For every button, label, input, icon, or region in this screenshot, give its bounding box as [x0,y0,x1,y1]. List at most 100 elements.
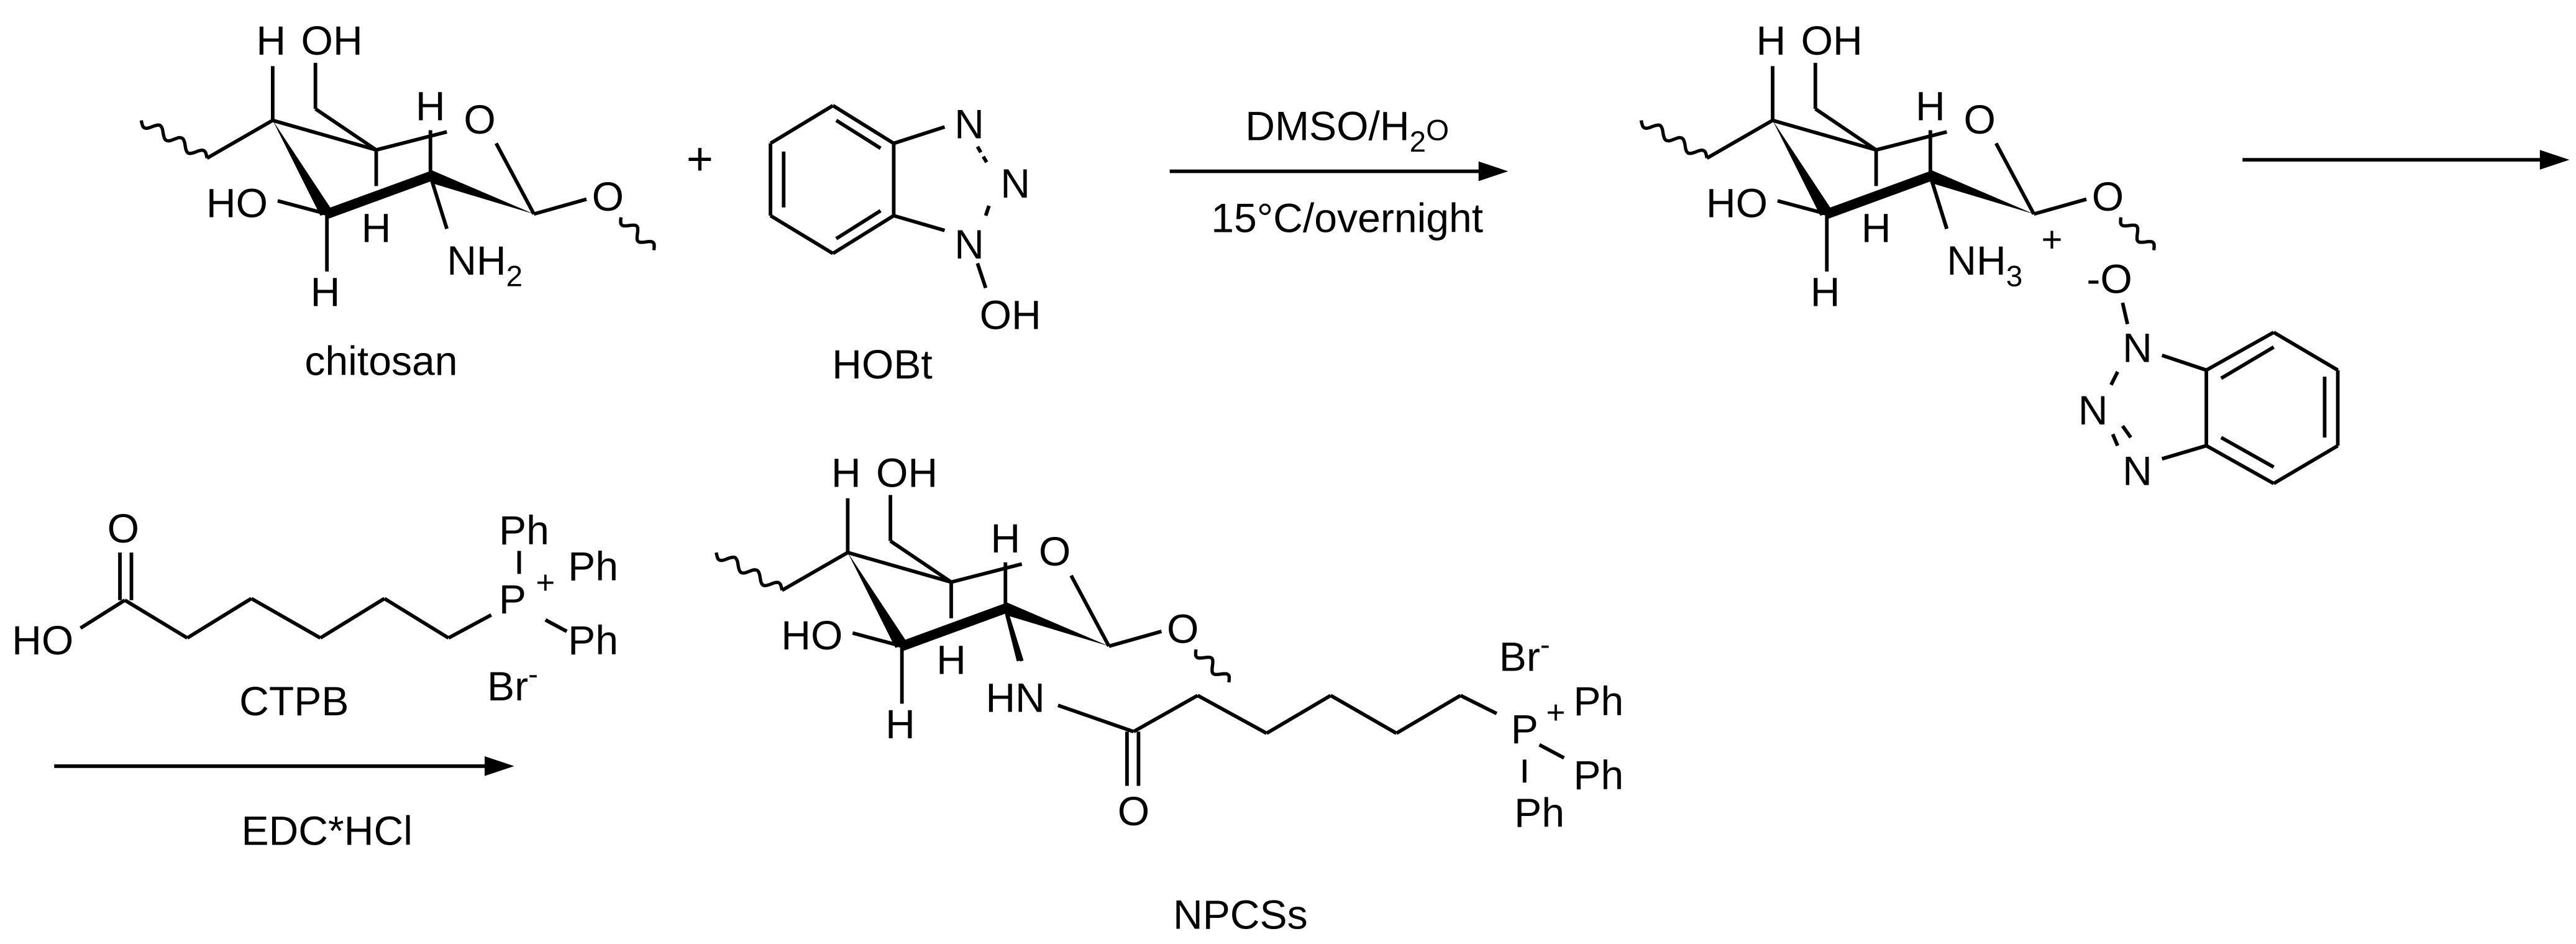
product-amide-nh: HN [985,676,1044,722]
bond [80,598,126,630]
chain-bond [1330,694,1397,735]
bond [206,119,274,160]
bond [428,175,449,230]
bold-bond [1825,172,1932,219]
bond [2109,370,2119,386]
oxide-anion: -O [2086,256,2132,302]
product-phenyl-2: Ph [1573,753,1624,799]
chitosan-ch2oh-part: OH [301,18,363,64]
intermediate-h-c2-part: H [1916,84,1945,130]
product-ch2oh: OH [876,450,938,496]
chitosan-label-part: chitosan [304,338,457,384]
chitosan-amine-part: 2 [506,260,523,293]
step1-reagents-part: O [1426,114,1449,147]
step2-reagent-part: EDC*HCl [241,809,412,855]
bond [1929,175,1949,230]
bond [533,197,587,216]
chitosan-glycosidic-oxygen: O [592,174,624,220]
step1-reagents-part: DMSO/H [1245,103,1409,149]
benzene-bond [2273,444,2339,485]
bond [1069,574,1111,648]
product-carbonyl-o: O [1118,789,1149,835]
bond [1108,630,1162,648]
intermediate-ho-c3: HO [1706,181,1768,227]
hobt-n2: N [1000,161,1030,207]
ctpb-phenyl-2-part: Ph [568,544,618,590]
ctpb-hydroxyl: HO [12,618,73,664]
bond [893,125,946,145]
ammonium-charge: + [2042,219,2063,260]
chain-bond [1266,694,1332,735]
chitosan-amine-part: NH [447,238,506,284]
intermediate-ch2oh-part: OH [1801,18,1863,64]
chitosan-h-c3-part: H [311,269,340,315]
chain-bond [319,597,386,640]
plus-sign-part: + [687,133,713,185]
chain-bond [1197,694,1268,735]
bond [2121,424,2132,439]
product-amide-nh-part: HN [985,676,1044,722]
wedge-bond [272,120,334,216]
chitosan-chain-wave-right [619,217,656,250]
chitosan-amine: NH2 [447,238,523,293]
ctpb-hydroxyl-part: HO [12,618,73,664]
product-label-part: NPCSs [1173,892,1308,938]
bond [852,631,903,648]
intermediate-ring-oxygen: O [1963,97,1995,143]
chitosan-ho-c3-part: HO [206,181,268,227]
ctpb-carbonyl-o: O [107,506,139,552]
bond [2121,302,2129,325]
product-bromide-part: - [1540,628,1550,661]
azo-bond [975,145,991,168]
product-h-c4: H [831,450,861,496]
intermediate-h-c4-part: H [1756,18,1786,64]
step1-conditions: 15°C/overnight [1211,195,1483,241]
bond [2161,444,2207,461]
wedge-bond [430,169,534,214]
intermediate-h-c3-part: H [1811,269,1840,315]
bond [2033,197,2087,216]
product-phenyl-1: Ph [1573,679,1624,725]
intermediate-h-c5-part: H [1861,205,1891,251]
intermediate-chain-wave-right [2119,217,2156,250]
bond [975,262,988,289]
double-bond-inner [835,119,882,150]
ctpb-label-part: CTPB [239,679,349,725]
bond [951,562,1023,584]
chitosan-h-c2: H [416,84,445,130]
product-ho-c3-part: HO [781,613,843,659]
bond [889,539,952,584]
hobt-label: HOBt [832,342,933,388]
chitosan-h-c3: H [311,269,340,315]
chitosan-ring-oxygen: O [464,97,495,143]
product-phenyl-1-part: Ph [1573,679,1624,725]
ctpb-phosphorus: P [499,577,526,623]
product-label: NPCSs [1173,892,1308,938]
chitosan-h-c4: H [256,18,286,64]
chitosan-label: chitosan [304,338,457,384]
chitosan-glycosidic-oxygen-part: O [592,174,624,220]
product-h-c2: H [990,516,1020,562]
benzene-bond [769,104,834,145]
ctpb-bromide: Br- [487,658,538,710]
hobt-hydroxyl-part: OH [980,292,1041,338]
product-h-c5: H [936,638,966,684]
double-bond-inner [2220,436,2275,469]
intermediate-ho-c3-part: HO [1706,181,1768,227]
product-bromide-part: Br [1499,634,1540,680]
intermediate-h-c4: H [1756,18,1786,64]
bond [781,551,849,592]
chain-bond [1459,694,1498,715]
bond [314,107,378,152]
bond [1814,107,1878,152]
bond [272,118,377,152]
bond [984,205,991,216]
product-glycosidic-oxygen: O [1167,606,1199,652]
chain-bond [383,597,450,640]
hobt-n3: N [954,222,984,268]
bold-bond [325,172,432,219]
product-glycosidic-oxygen-part: O [1167,606,1199,652]
product-phenyl-3: Ph [1514,790,1564,836]
intermediate-chain-wave-left [1639,120,1709,158]
